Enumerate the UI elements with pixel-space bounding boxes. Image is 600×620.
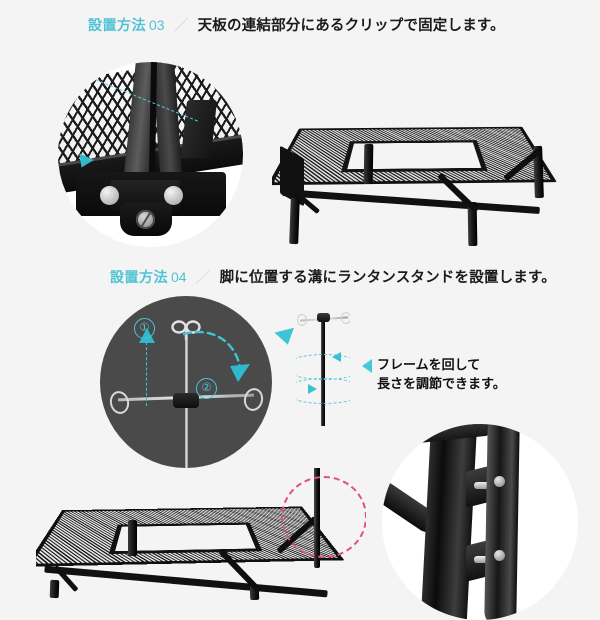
arrow-curved-annotation: [182, 324, 254, 386]
stand-top-hooks-svg: [171, 320, 201, 340]
section-heading-03: 設置方法 03 ／ 天板の連結部分にあるクリップで固定します。: [88, 14, 505, 35]
note-line-2: 長さを調節できます。: [377, 376, 506, 391]
diagram-pointer-icon: [274, 327, 298, 348]
figure-lantern-diagram: ① ②: [100, 296, 272, 468]
table2-leg-front-left: [49, 579, 60, 599]
note-pointer-icon: [362, 359, 372, 373]
table-front-rail: [282, 189, 540, 214]
table-illustration: [272, 86, 564, 246]
table2-front-rail: [44, 565, 328, 598]
note-line-1: フレームを回して: [377, 357, 481, 372]
note-frame-rotation: フレームを回して 長さを調節できます。: [362, 355, 506, 393]
figure-clip-closeup: [58, 62, 243, 247]
step-number-03: 03: [149, 17, 165, 33]
figure-leg-groove-closeup: [382, 424, 578, 620]
clip-screw-icon: [136, 210, 155, 229]
clip-rivet-left: [100, 186, 119, 205]
corner-post: [180, 100, 218, 158]
figure-lantern-stand-photo: [296, 300, 350, 430]
heading-separator-04: ／: [195, 269, 211, 286]
arrow-curved-svg: [182, 330, 250, 382]
highlight-circle-annotation: [281, 476, 366, 558]
bracket-pin-upper: [474, 482, 496, 489]
lantern-stand-tube: [484, 424, 520, 620]
note-text-block: フレームを回して 長さを調節できます。: [377, 355, 506, 393]
marker-one: ①: [134, 318, 155, 339]
stand-photo-hub: [316, 313, 330, 322]
stand-hub-clamp: [173, 393, 199, 408]
rotation-indicator-upper: [296, 354, 350, 380]
figure-table-photo-with-stand: [36, 468, 366, 600]
table-leg-inner: [363, 143, 374, 185]
product-instruction-page: 設置方法 03 ／ 天板の連結部分にあるクリップで固定します。: [0, 0, 600, 600]
stand-photo-hook-left-icon: [297, 314, 307, 326]
clip-rivet-right: [164, 186, 183, 205]
figure-table-photo-front: [272, 86, 564, 246]
step-description-04: 脚に位置する溝にランタンスタンドを設置します。: [219, 270, 556, 286]
step-label-04: 設置方法: [110, 269, 168, 285]
clip-closeup-content: [58, 62, 243, 247]
rotation-indicator-lower: [296, 378, 350, 404]
heading-separator-03: ／: [173, 17, 189, 34]
table-leg-tube: [420, 424, 478, 620]
stand-top-hooks: [167, 320, 205, 340]
step-label-03: 設置方法: [88, 17, 146, 33]
rotation-arrow-lower-icon: [308, 384, 317, 394]
step-description-03: 天板の連結部分にあるクリップで固定します。: [197, 18, 505, 34]
rotation-arrow-upper-icon: [332, 352, 341, 362]
section-heading-04: 設置方法 04 ／ 脚に位置する溝にランタンスタンドを設置します。: [110, 266, 556, 287]
stand-hook-right-icon: [241, 386, 266, 413]
table-leg-front-left: [289, 197, 300, 245]
stand-photo-hook-right-icon: [341, 312, 350, 324]
arrow-up-annotation: [139, 328, 155, 406]
marker-two: ②: [196, 378, 217, 399]
table2-leg-inner: [128, 520, 137, 556]
stand-screw-upper-icon: [494, 476, 505, 487]
stand-hook-left-icon: [107, 389, 132, 416]
step-number-04: 04: [171, 269, 187, 285]
stand-screw-lower-icon: [494, 550, 505, 561]
